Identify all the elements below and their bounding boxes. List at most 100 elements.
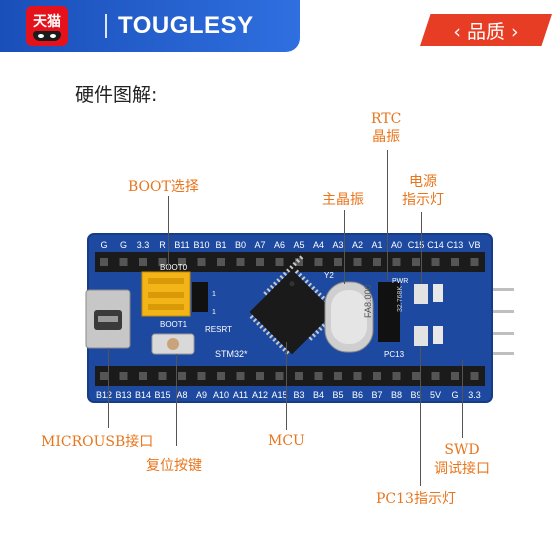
microusb-connector	[85, 289, 131, 349]
led-indicators: PWR PC13	[384, 278, 443, 359]
bottom-pin-label: B12	[96, 390, 112, 400]
mcu-pin	[315, 329, 320, 335]
bottom-pin-label: A12	[252, 390, 268, 400]
mcu-pin	[273, 281, 278, 286]
bottom-pin-hole	[392, 372, 401, 380]
mcu-pin	[278, 344, 284, 349]
rtc-crystal: 32.768K	[378, 282, 404, 342]
top-pin-hole	[470, 258, 479, 266]
mcu-pin	[299, 255, 304, 260]
mcu-pin	[308, 336, 313, 341]
top-pin-hole	[314, 258, 323, 266]
top-pin-hole	[100, 258, 108, 266]
top-pin-hole	[236, 258, 245, 266]
top-pin-hole	[217, 258, 225, 266]
mcu-pin	[276, 278, 281, 283]
top-pin-hole	[275, 258, 284, 266]
top-pin-label: A6	[274, 240, 285, 250]
page-subtitle: 硬件图解:	[75, 84, 158, 106]
mcu-pin	[249, 314, 254, 320]
bottom-pin-label: B14	[135, 390, 151, 400]
mcu-pin	[318, 326, 323, 331]
bottom-pin-hole	[470, 372, 479, 380]
power-led-label: 电源 指示灯	[402, 174, 444, 208]
bottom-pin-label: B5	[332, 390, 343, 400]
top-pin-label: A1	[371, 240, 382, 250]
bottom-pin-hole	[275, 372, 284, 380]
top-pin-header	[95, 252, 485, 272]
header-divider	[105, 14, 107, 38]
top-pin-label: C15	[408, 240, 425, 250]
mcu-pin	[311, 285, 316, 291]
top-pin-hole	[178, 258, 186, 266]
top-pin-label: G	[120, 240, 127, 250]
bottom-pin-label: 3.3	[468, 390, 481, 400]
bottom-pin-hole	[353, 372, 362, 380]
top-pin-hole	[158, 258, 167, 266]
swd-pointer	[462, 360, 463, 438]
bottom-pin-hole	[256, 372, 264, 380]
bottom-pin-hole	[314, 372, 323, 380]
rtc-pointer	[387, 150, 388, 280]
bottom-pin-label: A9	[196, 390, 207, 400]
main-crystal-pointer	[344, 210, 345, 284]
top-pin-label: B11	[174, 240, 189, 250]
bottom-pin-label: A8	[176, 390, 187, 400]
brand-name[interactable]: TOUGLESY	[118, 12, 254, 39]
tmall-logo-text: 天猫	[33, 14, 61, 30]
main-crystal-label: 主晶振	[322, 192, 364, 208]
top-pin-hole	[119, 258, 128, 266]
bottom-pin-label: B6	[352, 390, 363, 400]
top-pin-label: C14	[427, 240, 444, 250]
reset-pointer	[176, 354, 177, 446]
bottom-pin-label: B3	[293, 390, 304, 400]
top-pin-label: G	[100, 240, 107, 250]
mcu-pin	[282, 347, 287, 352]
mcu-pin	[272, 337, 277, 342]
top-pin-hole	[373, 258, 381, 266]
top-pin-label: A0	[391, 240, 402, 250]
boot-jumpers: 1 1 BOOT0 BOOT1	[141, 263, 216, 329]
top-pin-label: C13	[447, 240, 464, 250]
mcu-pin	[289, 265, 294, 270]
mcu-pin	[269, 334, 274, 339]
top-pin-hole	[392, 258, 401, 266]
mcu-pin	[292, 261, 297, 267]
tmall-logo-icon[interactable]: 天猫	[26, 6, 68, 46]
y2-silkscreen: Y2	[324, 271, 334, 280]
bottom-pin-hole	[412, 372, 420, 380]
pc13-silkscreen: PC13	[384, 350, 405, 359]
bottom-pin-hole	[178, 372, 186, 380]
mcu-pin	[259, 324, 264, 329]
top-pin-label: A5	[293, 240, 304, 250]
mcu-pin	[301, 276, 306, 281]
bottom-pin-label: A10	[213, 390, 229, 400]
microusb-pointer	[108, 348, 109, 428]
mcu-pin	[256, 321, 261, 326]
main-crystal: Y2 FA8.000	[324, 271, 374, 353]
stm32-silkscreen: STM32*	[215, 349, 248, 359]
mcu-pin	[294, 269, 300, 274]
bottom-pin-hole	[236, 372, 245, 380]
top-pin-label: A3	[332, 240, 343, 250]
top-pin-hole	[412, 258, 420, 266]
bottom-pin-hole	[158, 372, 167, 380]
mcu-pin	[275, 340, 280, 346]
mcu-pin	[320, 295, 326, 300]
bottom-pin-hole	[373, 372, 381, 380]
top-pin-hole	[197, 258, 206, 266]
top-pin-hole	[451, 258, 459, 266]
brand-banner: 天猫 TOUGLESY	[0, 0, 300, 52]
top-pin-label: A2	[352, 240, 363, 250]
microusb-label: MICROUSB接口	[41, 434, 154, 450]
bottom-pin-hole	[197, 372, 206, 380]
mcu-pin	[311, 333, 317, 338]
bottom-pin-label: B4	[313, 390, 324, 400]
mcu-pin	[298, 272, 303, 278]
svg-text:1: 1	[212, 291, 216, 298]
top-pin-hole	[334, 258, 342, 266]
top-pin-hole	[431, 258, 440, 266]
rtc-label: RTC 晶振	[371, 111, 402, 145]
mcu-pin	[314, 289, 319, 294]
